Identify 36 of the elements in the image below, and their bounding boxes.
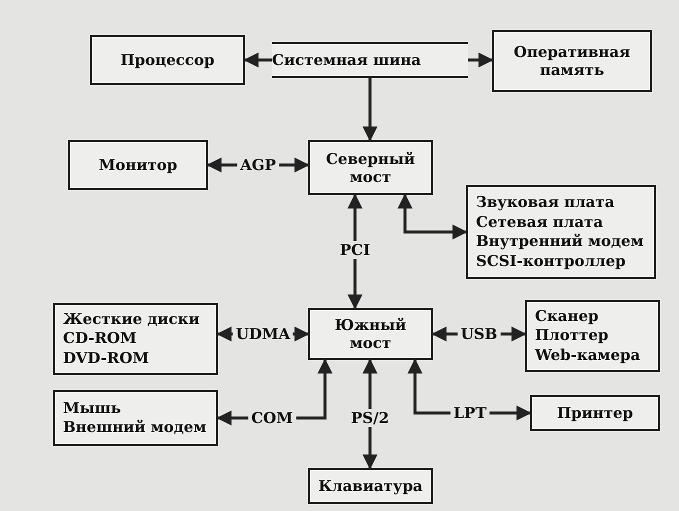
node-label: Плоттер [535,326,608,346]
node-label: SCSI-контроллер [476,252,626,271]
component-box [90,35,245,85]
connector-arrow [398,194,468,240]
component-box [68,140,208,190]
node-label: Клавиатура [318,477,423,495]
node-label: DVD-ROM [63,348,150,368]
component-box [466,185,656,279]
connector-arrow [244,52,272,68]
node-label: Внутренний модем [476,232,644,252]
connector-arrow [468,52,494,68]
component-box [525,300,660,372]
node-label: Звуковая плата [476,193,614,212]
node-label: CD-ROM [63,329,137,349]
connector-arrow [362,78,378,142]
component-box [53,303,218,375]
node-label: Жесткие диски [63,310,200,330]
node-label: Внешний модем [63,418,206,438]
node-label: Web-камера [535,346,640,366]
component-box [530,395,660,431]
node-label: Южный мост [334,316,408,352]
node-label: Оперативная память [512,43,632,79]
bus-band [272,42,468,78]
component-box [308,140,433,195]
node-label: Монитор [98,156,178,174]
node-label: Мышь [63,398,121,418]
node-label: Принтер [556,404,634,422]
node-label: Системная шина [272,51,422,69]
node-label: Северный мост [326,150,416,186]
node-label: Процессор [120,51,215,69]
component-box [53,390,218,446]
node-label: Сетевая плата [476,212,604,232]
node-label: Сканер [535,306,599,326]
component-box [492,30,652,92]
component-box [308,308,433,360]
component-box [308,468,433,504]
